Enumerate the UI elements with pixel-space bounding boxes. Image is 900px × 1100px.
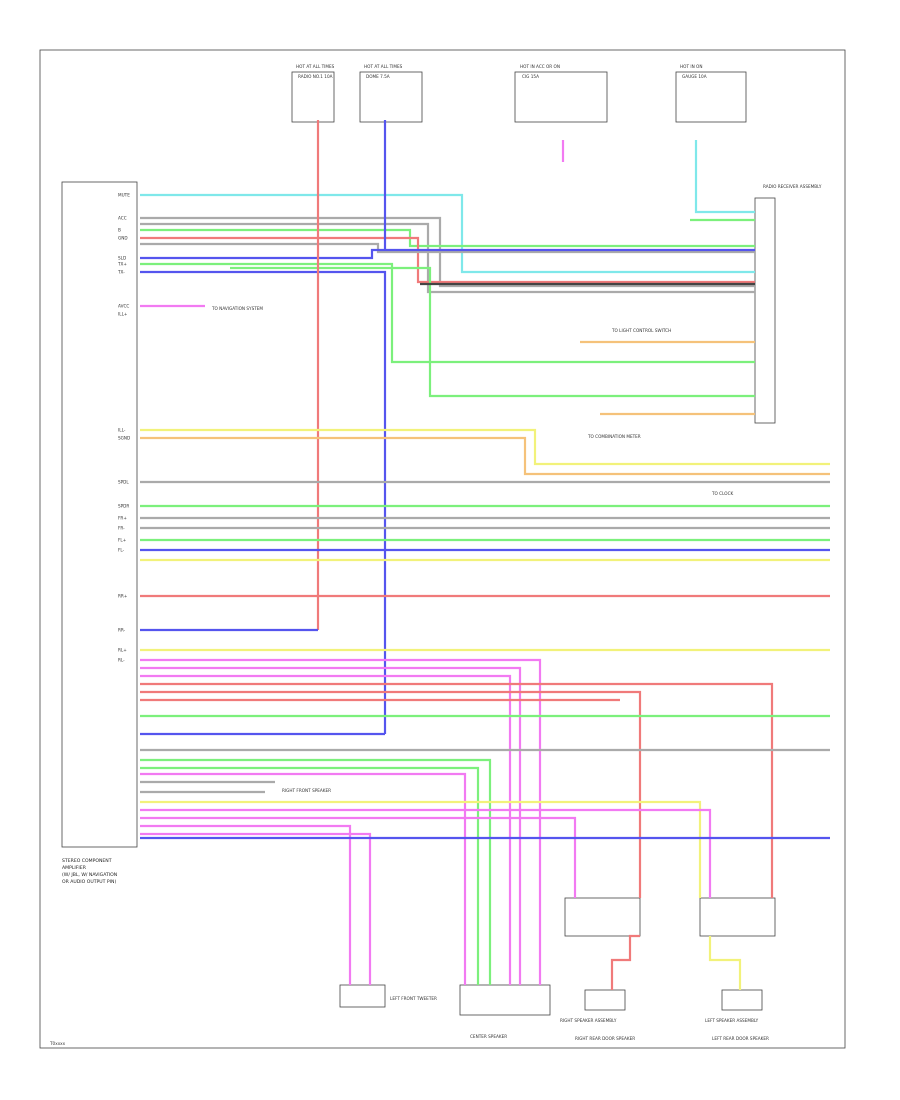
radio-receiver-label: RADIO RECEIVER ASSEMBLY <box>763 184 822 189</box>
svg-text:LEFT REAR DOOR SPEAKER: LEFT REAR DOOR SPEAKER <box>712 1036 769 1041</box>
wire-blu-1 <box>140 248 755 260</box>
pin-label: TX+ <box>117 262 127 267</box>
wire-red-5 <box>140 690 642 898</box>
wire-pnk-7 <box>140 808 712 898</box>
page-code: T0xxxx <box>49 1041 66 1046</box>
annotation-clock: TO CLOCK <box>711 491 734 496</box>
pin-label: FR+ <box>118 516 127 521</box>
center-speaker: CENTER SPEAKER <box>459 984 551 1039</box>
wire-grn-3 <box>230 266 755 398</box>
svg-text:CIG 15A: CIG 15A <box>522 74 539 79</box>
wire-pnk-3 <box>140 658 542 985</box>
wire-ltblu-2 <box>694 140 755 214</box>
fuse-4: HOT IN ON GAUGE 10A <box>675 64 747 123</box>
svg-text:HOT AT ALL TIMES: HOT AT ALL TIMES <box>296 64 335 69</box>
fuse-1: HOT AT ALL TIMES RADIO NO.1 10A <box>291 64 335 123</box>
svg-text:LEFT FRONT TWEETER: LEFT FRONT TWEETER <box>390 996 437 1001</box>
wire-gry-2 <box>140 222 755 294</box>
svg-text:GAUGE 10A: GAUGE 10A <box>682 74 707 79</box>
wire-pnk-9 <box>140 824 352 985</box>
pin-label: AVCC <box>118 304 129 309</box>
wire-pnk-8 <box>140 816 577 898</box>
module-name-line4: OR AUDIO OUTPUT PIN) <box>62 879 116 885</box>
wire-pnk-6 <box>140 772 467 985</box>
pin-label: SLD <box>118 256 126 261</box>
wire-org-3 <box>140 436 830 476</box>
svg-text:CENTER SPEAKER: CENTER SPEAKER <box>470 1034 507 1039</box>
pin-label: TX- <box>117 270 125 275</box>
pin-label: ILL- <box>118 428 126 433</box>
wire-red-7 <box>610 934 640 990</box>
pin-label: GND <box>118 236 128 241</box>
radio-receiver-box <box>754 197 776 424</box>
annotation-navigation: TO NAVIGATION SYSTEM <box>211 306 263 311</box>
pin-label: FL+ <box>118 538 127 543</box>
wire-red-4 <box>140 682 774 898</box>
wire-group <box>140 120 830 990</box>
left-front-tweeter: LEFT FRONT TWEETER <box>339 984 437 1008</box>
pin-label: B <box>118 228 121 233</box>
fuse-3: HOT IN ACC OR ON CIG 15A <box>514 64 608 123</box>
wire-pnk-5 <box>140 674 512 985</box>
wire-gry-3 <box>140 242 755 254</box>
amplifier-module-box <box>61 181 138 848</box>
pin-label: ACC <box>118 216 127 221</box>
pin-label: FR- <box>118 526 125 531</box>
pin-label: RL- <box>118 658 125 663</box>
fuse-2: HOT AT ALL TIMES DOME 7.5A <box>359 64 423 123</box>
right-rear-door-speaker: RIGHT REAR DOOR SPEAKER <box>564 897 641 1041</box>
left-speaker-assembly: LEFT SPEAKER ASSEMBLY <box>705 989 763 1023</box>
wire-grn-9 <box>140 766 480 985</box>
wire-ltblu-1 <box>140 193 755 274</box>
module-name-line2: AMPLIFIER <box>62 865 87 871</box>
svg-text:LEFT SPEAKER ASSEMBLY: LEFT SPEAKER ASSEMBLY <box>705 1018 759 1023</box>
pin-label: SPDL <box>118 480 129 485</box>
annotation-meter: TO COMBINATION METER <box>587 434 641 439</box>
pin-label: RL+ <box>118 648 127 653</box>
wire-pnk-10 <box>140 832 372 985</box>
wire-yel-5 <box>708 936 742 990</box>
wire-blu-2 <box>140 270 387 734</box>
wire-grn-8 <box>140 758 492 985</box>
svg-text:RADIO NO.1 10A: RADIO NO.1 10A <box>298 74 333 79</box>
svg-text:RIGHT REAR DOOR SPEAKER: RIGHT REAR DOOR SPEAKER <box>575 1036 635 1041</box>
module-name-line3: (W/ JBL, W/ NAVIGATION <box>62 872 117 878</box>
svg-text:DOME 7.5A: DOME 7.5A <box>366 74 390 79</box>
annotation-rf-speaker: RIGHT FRONT SPEAKER <box>282 788 331 793</box>
wire-yel-4 <box>140 800 702 898</box>
wire-pnk-4 <box>140 666 522 985</box>
module-name-line1: STEREO COMPONENT <box>62 858 112 864</box>
svg-text:HOT IN ON: HOT IN ON <box>680 64 702 69</box>
wire-red-1 <box>140 236 755 284</box>
svg-text:HOT IN ACC OR ON: HOT IN ACC OR ON <box>520 64 560 69</box>
pin-label: ILL+ <box>118 312 128 317</box>
wire-yel-1 <box>140 428 830 466</box>
pin-label: RR- <box>118 628 126 633</box>
wire-grn-2 <box>140 262 755 364</box>
svg-text:HOT AT ALL TIMES: HOT AT ALL TIMES <box>364 64 403 69</box>
right-speaker-assembly: RIGHT SPEAKER ASSEMBLY <box>560 989 626 1023</box>
pin-label: FL- <box>118 548 125 553</box>
pin-label: SGND <box>118 436 130 441</box>
pin-label: MUTE <box>118 193 130 198</box>
pin-label: RR+ <box>118 594 128 599</box>
annotation-light-switch: TO LIGHT CONTROL SWITCH <box>611 328 671 333</box>
diagram-frame <box>39 49 846 1049</box>
pin-label: SPDR <box>118 504 129 509</box>
svg-text:RIGHT SPEAKER ASSEMBLY: RIGHT SPEAKER ASSEMBLY <box>560 1018 617 1023</box>
left-rear-door-speaker: LEFT REAR DOOR SPEAKER <box>699 897 776 1041</box>
